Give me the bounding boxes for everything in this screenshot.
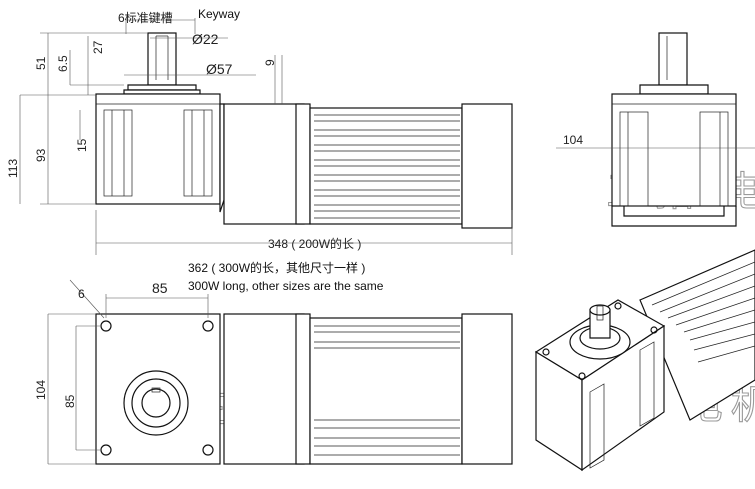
- boss: [127, 84, 197, 91]
- label-d6-diag: 6: [78, 287, 85, 301]
- front-fins: [314, 325, 460, 456]
- bolt-hole-bl: [100, 444, 112, 456]
- label-d104-side: 104: [563, 133, 583, 147]
- front-view: 6 85 104 85: [34, 279, 513, 465]
- label-d104-front: 104: [34, 380, 48, 400]
- label-d6-5: 6.5: [56, 55, 70, 72]
- side-dimensions: [19, 18, 513, 255]
- isometric-view: [534, 249, 755, 472]
- label-d93: 93: [34, 148, 48, 162]
- gearbox-body: [95, 93, 221, 205]
- front-boss: [123, 370, 189, 436]
- motor-flange: [223, 103, 305, 225]
- end-view-body: [611, 93, 737, 207]
- end-cap: [461, 103, 513, 229]
- label-d51: 51: [34, 56, 48, 70]
- label-keyway-cn: 6标准键槽: [118, 11, 173, 25]
- end-view: 104: [556, 32, 755, 227]
- side-view: 6标准键槽 Keyway Ø22 Ø57 51 6.5 27 9 113 93 …: [6, 7, 513, 293]
- front-shaft: [141, 388, 171, 418]
- bolt-hole-tl: [100, 320, 112, 332]
- label-keyway-en: Keyway: [198, 7, 240, 21]
- label-shaft-dia: Ø22: [192, 31, 219, 47]
- label-d15: 15: [75, 138, 89, 152]
- bolt-hole-br: [202, 444, 214, 456]
- label-d27: 27: [91, 40, 105, 54]
- label-d113: 113: [6, 159, 20, 178]
- label-d85-left: 85: [63, 394, 77, 408]
- label-length-200: 348 ( 200W的长 ): [268, 236, 361, 251]
- label-d9: 9: [263, 59, 277, 66]
- cooling-fins: [314, 114, 460, 219]
- label-length-300-cn: 362 ( 300W的长，其他尺寸一样 ): [188, 260, 365, 275]
- label-length-300-en: 300W long, other sizes are the same: [188, 279, 384, 293]
- label-boss-dia: Ø57: [206, 61, 233, 77]
- front-dimensions: [47, 279, 209, 465]
- shaft: [147, 32, 177, 86]
- label-d85-top: 85: [152, 280, 168, 296]
- bolt-hole-tr: [202, 320, 214, 332]
